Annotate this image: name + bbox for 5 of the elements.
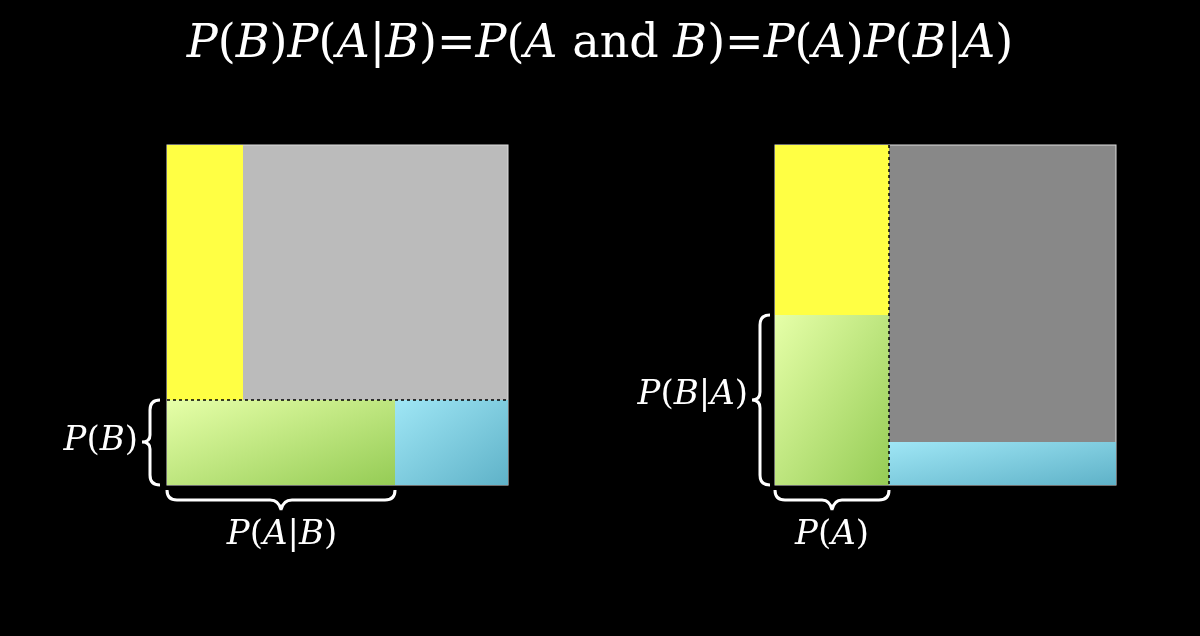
probability-label: P(B|A) [637, 372, 748, 412]
probability-label: P(A|B) [226, 512, 338, 552]
probability-label: P(B) [63, 418, 138, 458]
probability-label: P(A) [795, 512, 869, 552]
equation-title: P(B)P(A|B)=P(A and B)=P(A)P(B|A) [185, 14, 1015, 68]
